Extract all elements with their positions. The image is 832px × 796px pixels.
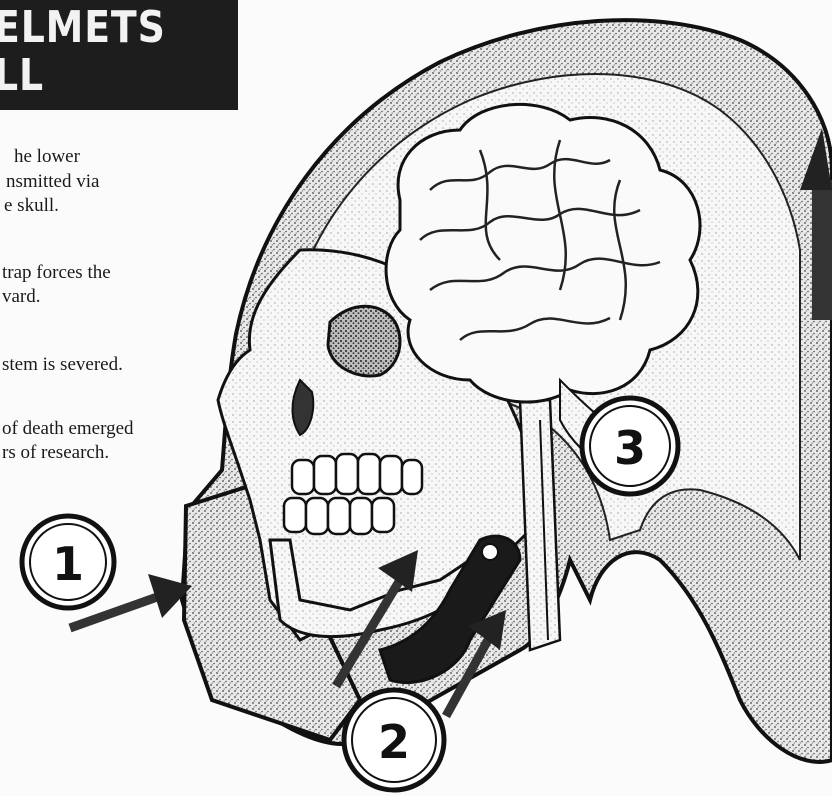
- caption-line-8: rs of research.: [2, 442, 109, 464]
- caption-line-3: e skull.: [4, 195, 59, 217]
- marker-1-label: 1: [52, 537, 84, 591]
- marker-2-label: 2: [378, 715, 410, 769]
- skull-lower-teeth: [284, 498, 394, 534]
- headline-box: ELMETS LL: [0, 0, 238, 110]
- marker-3-label: 3: [614, 421, 646, 475]
- caption-line-2: nsmitted via: [6, 171, 99, 193]
- caption-line-1: he lower: [14, 146, 80, 168]
- marker-3: 3: [582, 398, 678, 494]
- caption-line-6: stem is severed.: [2, 354, 123, 376]
- chin-strap-rivet: [482, 544, 498, 560]
- headline-line-2: LL: [0, 52, 204, 100]
- headline-line-1: ELMETS: [0, 4, 204, 52]
- caption-line-5: vard.: [2, 286, 41, 308]
- marker-1: 1: [22, 516, 114, 608]
- caption-line-7: of death emerged: [2, 418, 134, 440]
- skull-eye-socket: [328, 306, 400, 376]
- marker-2: 2: [344, 690, 444, 790]
- caption-line-4: trap forces the: [2, 262, 111, 284]
